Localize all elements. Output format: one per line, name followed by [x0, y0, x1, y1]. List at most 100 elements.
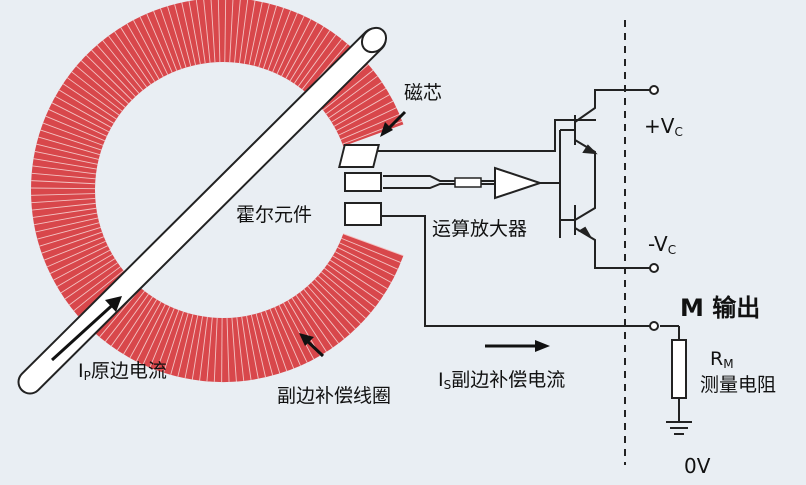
coil-winding-line: [31, 187, 96, 190]
coil-winding-line: [104, 290, 145, 342]
coil-winding-line: [167, 6, 187, 68]
coil-winding-line: [246, 315, 259, 379]
coil-winding-line: [85, 54, 133, 101]
coil-winding-line: [156, 309, 180, 371]
coil-winding-line: [241, 316, 252, 381]
output-label: M 输出: [680, 294, 761, 322]
coil-winding-line: [42, 122, 104, 146]
coil-winding-line: [229, 0, 234, 63]
coil-winding-line: [291, 297, 327, 352]
rm-description: 测量电阻: [700, 374, 777, 396]
coil-winding-line: [36, 143, 99, 160]
primary-current-label: IP原边电流: [78, 360, 167, 383]
coil-winding-line: [142, 306, 171, 365]
coil-winding-line: [67, 77, 120, 116]
coil-winding-line: [38, 136, 101, 156]
coil-winding-line: [297, 34, 337, 87]
vcc-minus-label: -VC: [648, 232, 677, 257]
coil-winding-line: [136, 304, 166, 362]
rm-label: RM: [710, 348, 734, 371]
coil-winding-line: [108, 35, 148, 88]
coil-winding-line: [269, 308, 295, 369]
measurement-resistor: [660, 325, 692, 435]
coil-winding-line: [76, 65, 126, 108]
coil-winding-line: [325, 75, 378, 115]
coil-winding-line: [239, 0, 249, 64]
coil-winding-line: [48, 109, 107, 137]
coil-winding-line: [33, 158, 97, 170]
secondary-current-label: IS副边补偿电流: [438, 369, 566, 392]
coil-winding-line: [191, 316, 203, 380]
coil-winding-line: [55, 95, 112, 128]
coil-winding-line: [146, 13, 173, 73]
coil-winding-line: [60, 258, 116, 294]
coil-winding-line: [195, 0, 206, 64]
coil-winding-line: [133, 19, 164, 77]
coil-winding-line: [295, 294, 333, 348]
coil-winding-line: [328, 81, 383, 119]
coil-winding-line: [80, 60, 129, 105]
coil-winding-line: [210, 0, 216, 63]
coil-winding-line: [53, 249, 111, 281]
coil-winding-line: [322, 69, 374, 111]
coil-winding-line: [327, 263, 380, 302]
primary-conductor: [17, 26, 388, 395]
coil-winding-line: [224, 0, 227, 63]
coil-winding-line: [41, 231, 103, 254]
coil-winding-line: [343, 233, 404, 257]
coil-winding-line: [49, 245, 108, 274]
coil-winding-line: [110, 293, 149, 347]
coil-winding-line: [278, 304, 308, 363]
coil-winding-line: [31, 172, 96, 180]
coil-winding-line: [174, 4, 192, 67]
coil-winding-line: [324, 267, 376, 308]
coil-winding-line: [37, 222, 100, 240]
coil-winding-line: [68, 266, 121, 306]
coil-winding-line: [32, 202, 96, 211]
coil-winding-line: [274, 306, 301, 366]
coil-winding-line: [102, 40, 144, 91]
vcc-plus-label: +VC: [644, 114, 683, 139]
coil-winding-line: [116, 296, 153, 351]
coil-winding-line: [301, 38, 343, 90]
coil-winding-line: [248, 1, 263, 65]
coil-winding-line: [276, 15, 305, 75]
coil-winding-line: [213, 317, 218, 382]
coil-winding-line: [91, 49, 136, 98]
coil-winding-line: [243, 0, 256, 64]
coil-winding-line: [206, 317, 213, 382]
annotation-arrows: [50, 110, 550, 362]
coil-winding-line: [96, 44, 140, 94]
coil-winding-line: [114, 31, 152, 85]
coil-winding-line: [265, 310, 288, 372]
coil-winding-line: [188, 0, 201, 65]
coil-winding-line: [153, 10, 178, 71]
coil-winding-line: [339, 242, 399, 270]
coil-winding-line: [303, 288, 345, 340]
coil-winding-line: [62, 83, 117, 120]
coil-winding-line: [45, 115, 106, 142]
twisted-pair-marker: [454, 177, 482, 188]
coil-winding-line: [32, 207, 97, 218]
coil-winding-line: [34, 150, 98, 165]
zero-volt-label: 0V: [684, 454, 711, 478]
op-amp-symbol: [494, 166, 544, 200]
coil-winding-line: [32, 165, 97, 175]
coil-winding-line: [163, 311, 184, 373]
coil-winding-line: [177, 314, 194, 377]
core-label: 磁芯: [404, 82, 443, 104]
coil-winding-line: [341, 237, 401, 263]
coil-winding-line: [226, 317, 230, 382]
coil-winding-line: [31, 198, 96, 204]
hall-element-label: 霍尔元件: [236, 204, 313, 226]
coil-winding-line: [314, 278, 361, 325]
coil-winding-line: [329, 259, 384, 296]
coil-winding-line: [51, 102, 110, 133]
coil-winding-line: [336, 100, 394, 132]
coil-winding-line: [255, 313, 274, 376]
coil-winding-line: [260, 312, 281, 374]
coil-winding-line: [73, 270, 124, 312]
coil-winding-line: [281, 19, 312, 77]
